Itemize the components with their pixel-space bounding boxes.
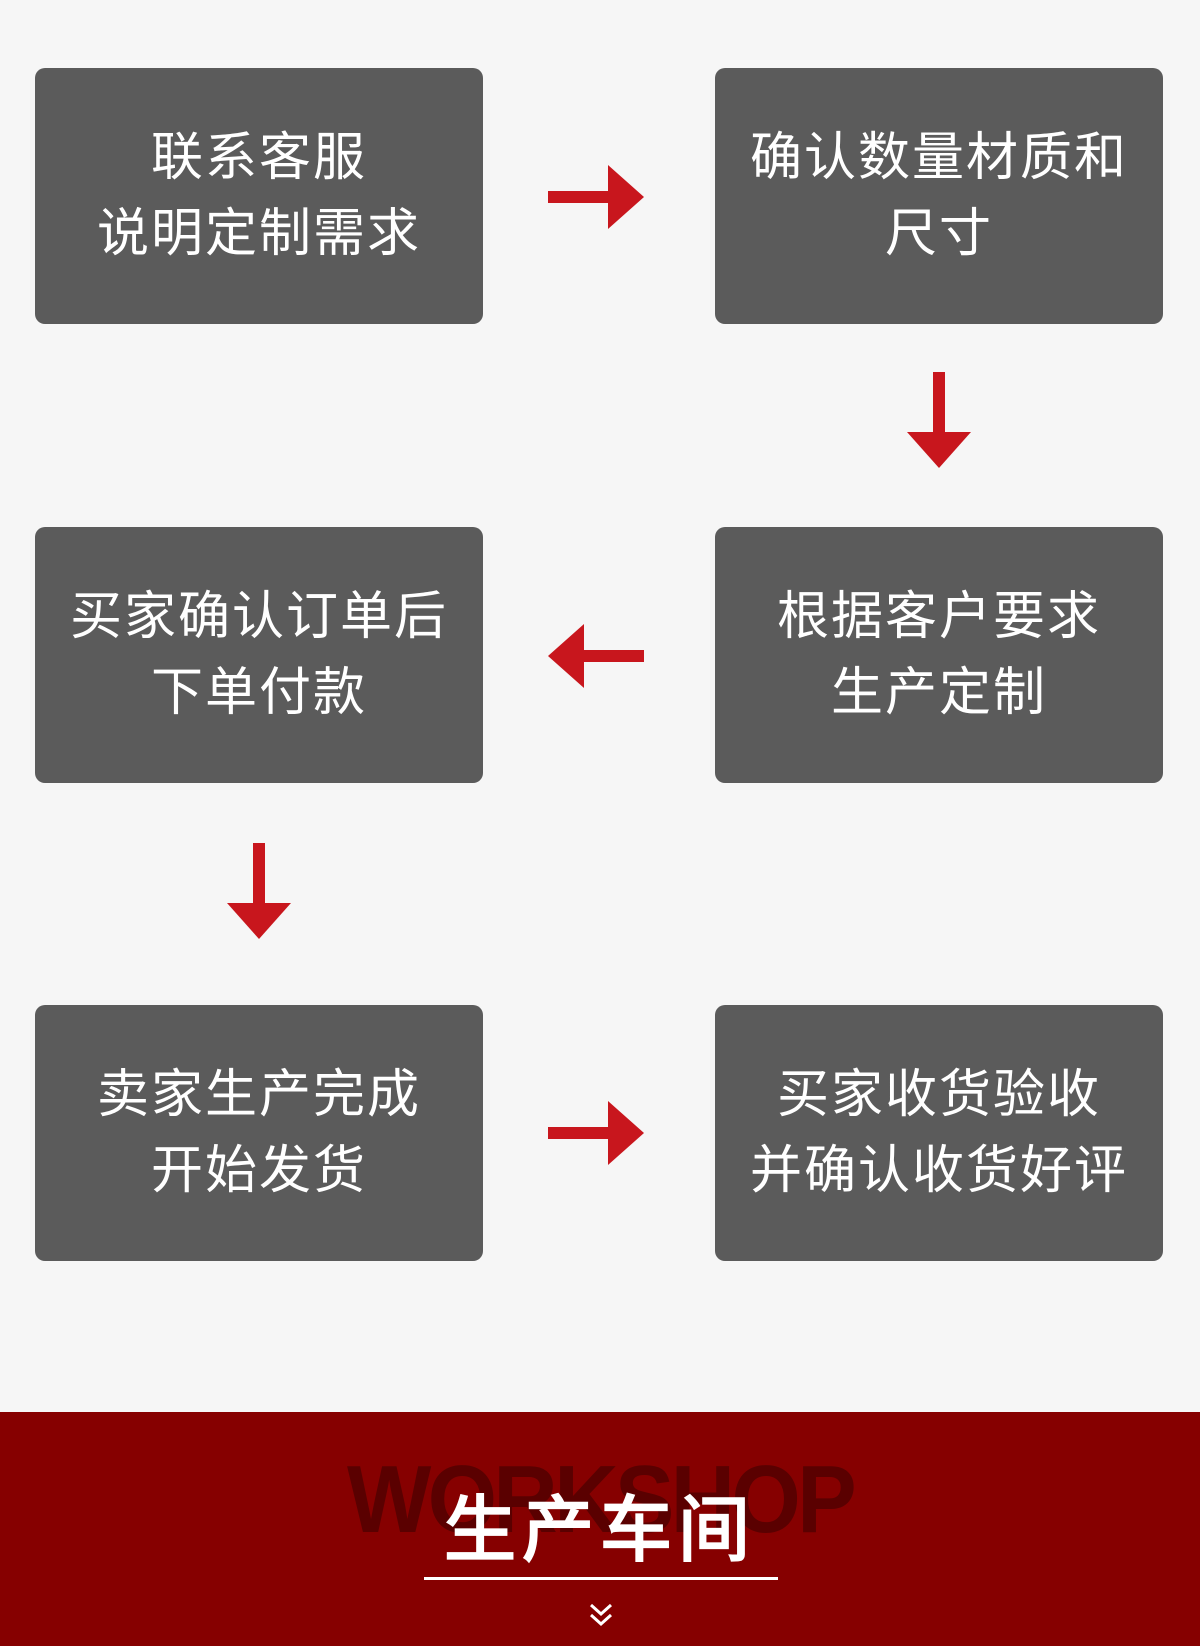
step-2-line-1: 确认数量材质和 (749, 128, 1128, 188)
step-6-line-1: 买家收货验收 (776, 1065, 1101, 1125)
step-4-line-1: 买家确认订单后 (69, 587, 448, 647)
arrow-right-icon (548, 1101, 644, 1165)
arrow-right-icon (548, 165, 644, 229)
arrow-down-icon (907, 372, 971, 468)
step-5-line-1: 卖家生产完成 (96, 1065, 421, 1125)
step-contact-service: 联系客服 说明定制需求 (35, 68, 483, 324)
banner-title: 生产车间 (443, 1488, 756, 1572)
step-1-line-2: 说明定制需求 (96, 204, 421, 264)
step-buyer-receive-review: 买家收货验收 并确认收货好评 (715, 1005, 1163, 1261)
step-2-line-2: 尺寸 (884, 204, 993, 264)
step-1-line-1: 联系客服 (150, 128, 367, 188)
chevron-double-down-icon (588, 1602, 614, 1632)
banner-underline (424, 1577, 778, 1580)
arrow-left-icon (548, 624, 644, 688)
step-3-line-1: 根据客户要求 (776, 587, 1101, 647)
step-5-line-2: 开始发货 (150, 1141, 367, 1201)
step-6-line-2: 并确认收货好评 (749, 1141, 1128, 1201)
step-seller-ship: 卖家生产完成 开始发货 (35, 1005, 483, 1261)
banner-watermark: WORKSHOP (347, 1446, 857, 1553)
step-buyer-confirm-order: 买家确认订单后 下单付款 (35, 527, 483, 783)
step-3-line-2: 生产定制 (830, 663, 1047, 723)
arrow-down-icon (227, 843, 291, 939)
step-produce-custom: 根据客户要求 生产定制 (715, 527, 1163, 783)
workshop-banner: WORKSHOP 生产车间 (0, 1412, 1200, 1646)
step-4-line-2: 下单付款 (150, 663, 367, 723)
step-confirm-quantity-material-size: 确认数量材质和 尺寸 (715, 68, 1163, 324)
